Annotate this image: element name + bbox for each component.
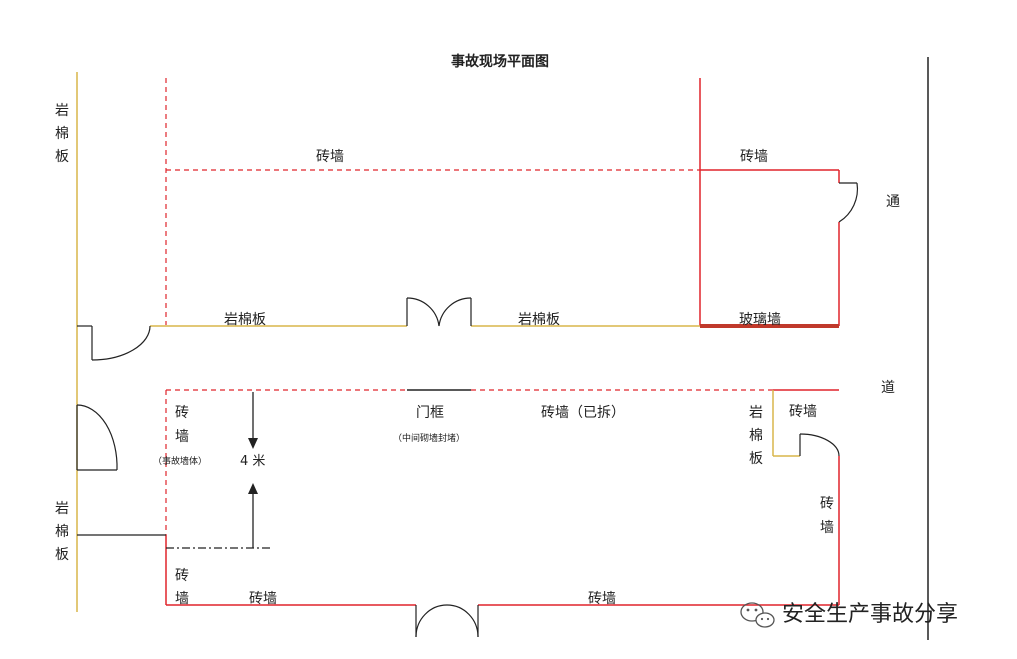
wechat-icon	[740, 602, 775, 628]
double-door-mid-right-swing	[438, 297, 472, 327]
label-rock-wool-right-2: 棉	[749, 427, 763, 444]
door-right-lower-swing	[799, 433, 840, 457]
label-passage-2: 道	[881, 380, 895, 396]
label-accident-wall-note: （事故墙体）	[153, 455, 207, 467]
label-rock-wool-left-top-3: 板	[55, 149, 69, 165]
label-brick-wall-bottom-left-2: 墙	[175, 591, 189, 607]
label-brick-wall-bottom-1: 砖墙	[249, 591, 277, 607]
label-brick-wall-right-vertical-2: 墙	[820, 520, 834, 536]
double-door-bottom-left-swing	[415, 604, 448, 638]
label-brick-wall-vertical-left-2: 墙	[175, 429, 189, 445]
label-glass-wall: 玻璃墙	[739, 311, 781, 328]
label-brick-wall-top: 砖墙	[316, 149, 344, 165]
door-left-lower-swing	[76, 404, 118, 471]
label-rock-wool-left-bottom-2: 棉	[55, 523, 69, 540]
label-rock-wool-left-bottom-3: 板	[55, 547, 69, 563]
label-rock-wool-left-bottom-1: 岩	[55, 501, 69, 517]
double-door-bottom-right-swing	[446, 604, 479, 638]
label-door-frame-note: （中间砌墙封堵）	[393, 432, 465, 444]
label-brick-wall-right-vertical-1: 砖	[820, 496, 834, 512]
label-rock-wool-mid-left: 岩棉板	[224, 311, 266, 328]
door-right-room-swing	[838, 182, 859, 223]
dimension-arrow-down-head	[248, 438, 258, 449]
door-left-upper-swing	[91, 325, 151, 361]
label-brick-wall-bottom-left-1: 砖	[175, 568, 189, 584]
label-distance: 4 米	[240, 454, 265, 469]
label-door-frame: 门框	[416, 405, 444, 421]
label-brick-wall-bottom-2: 砖墙	[588, 591, 616, 607]
dimension-arrow-up-head	[248, 483, 258, 494]
label-passage-1: 通	[886, 194, 900, 210]
label-rock-wool-left-top-1: 岩	[55, 103, 69, 119]
label-rock-wool-left-top-2: 棉	[55, 125, 69, 142]
double-door-mid-left-swing	[406, 297, 440, 327]
label-brick-wall-right-small: 砖墙	[789, 404, 817, 420]
label-brick-wall-vertical-left-1: 砖	[175, 405, 189, 421]
diagram-title: 事故现场平面图	[451, 53, 549, 70]
label-rock-wool-mid-right: 岩棉板	[518, 311, 560, 328]
label-brick-wall-top-right: 砖墙	[740, 149, 768, 165]
label-brick-wall-removed: 砖墙（已拆）	[541, 405, 625, 421]
watermark-text: 安全生产事故分享	[782, 602, 958, 627]
label-rock-wool-right-1: 岩	[749, 405, 763, 421]
label-rock-wool-right-3: 板	[749, 451, 763, 467]
